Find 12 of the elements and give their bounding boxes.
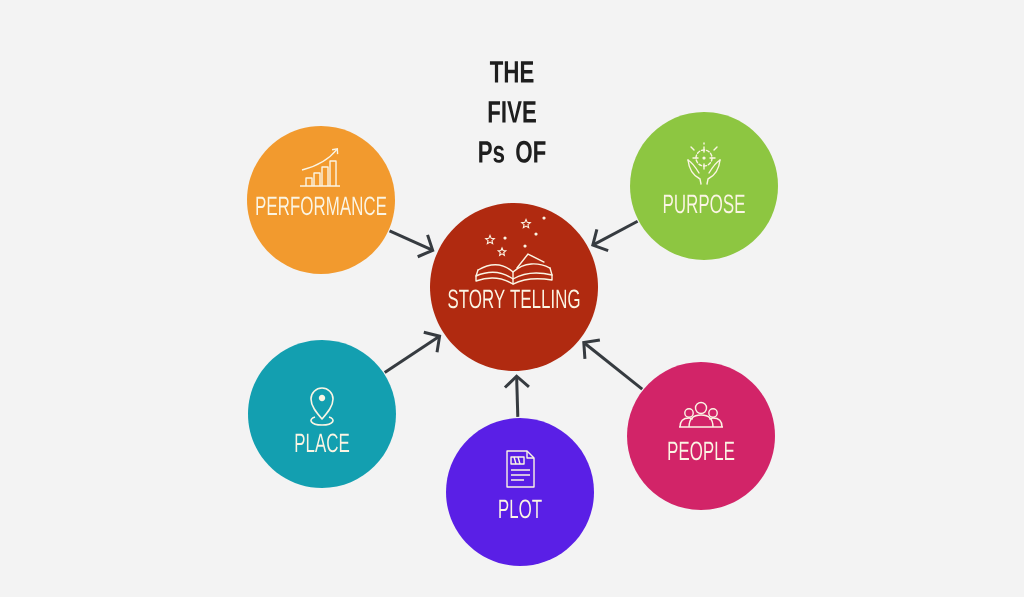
circle-node: PERFORMANCE <box>247 126 395 274</box>
circle-node: PLOT <box>446 418 594 566</box>
arrow <box>591 219 639 252</box>
circle-node: PEOPLE <box>627 362 775 510</box>
arrow <box>383 330 442 374</box>
title: THE FIVE Ps OF <box>479 61 546 163</box>
arrow <box>503 374 530 417</box>
circle-node: PURPOSE <box>630 112 778 260</box>
arrow <box>388 229 435 259</box>
circle-node: PLACE <box>248 340 396 488</box>
arrow <box>582 338 644 391</box>
circle-node: STORY TELLING <box>430 203 598 371</box>
